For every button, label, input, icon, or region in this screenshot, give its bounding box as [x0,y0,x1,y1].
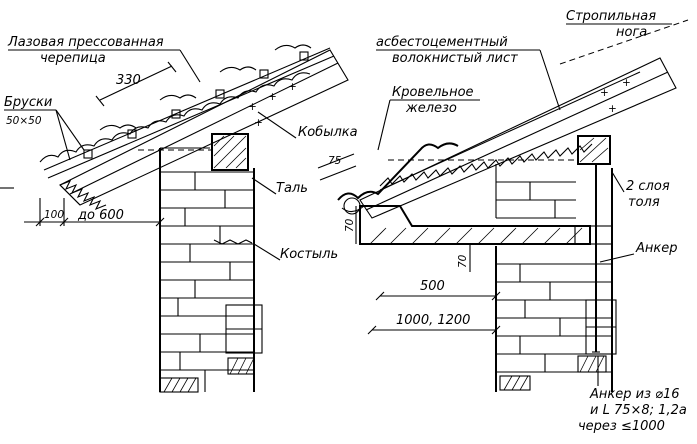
dimension-1000-1200: 1000, 1200 [367,313,501,335]
asbestos-sheet-layer [379,143,593,187]
dimension-70-right: 70 [457,244,471,272]
left-wall-plate [211,133,249,171]
left-eaves-edge [59,179,107,211]
anchor-note-line1: Анкер из ⌀16 [589,387,680,402]
svg-text:+: + [248,101,257,113]
left-eaves-detail: + + + + Лазовая прессованная черепица 33… [0,35,358,393]
svg-text:+: + [622,77,631,89]
left-brick-wall [159,147,263,393]
right-brick-wall [495,164,617,392]
right-rafter [359,19,689,219]
dimension-70-left-value: 70 [344,218,356,232]
tile-spacing-dimension: 330 [95,61,177,107]
kobylka-label: Кобылка [298,125,358,140]
sheet-label-line1: асбестоцементный [376,35,508,50]
overhang-large-value: до 600 [77,208,124,223]
dimension-75: 75 [317,153,357,181]
dimension-70-right-value: 70 [457,254,469,268]
rafter-label-line2: нога [616,25,647,40]
cornice-slab [359,205,613,245]
svg-text:+: + [600,87,609,99]
roof-iron-label-line1: Кровельное [392,85,474,100]
right-rafter-marks: + + + [600,77,631,115]
kostyl-mark [213,239,253,245]
felt-label-line2: толя [628,195,660,210]
dimension-500: 500 [375,279,501,301]
tile-label-line1: Лазовая прессованная [7,35,164,50]
right-wall-plate [577,135,611,165]
svg-text:+: + [288,81,297,93]
left-rafter-marks: + + + + [248,81,297,129]
dimension-1000-1200-value: 1000, 1200 [396,313,470,328]
left-battens [83,51,309,159]
tile-spacing-value: 330 [116,73,141,88]
bars-label-line2: 50×50 [6,115,42,127]
svg-text:+: + [254,117,263,129]
dimension-500-value: 500 [420,279,445,294]
overhang-small-value: 100 [44,209,64,221]
overhang-dimension: 100 до 600 [0,187,165,227]
anchor-rod [592,164,600,353]
svg-text:+: + [268,91,277,103]
kostyl-label: Костыль [280,247,338,262]
tile-label-line2: черепица [40,51,106,66]
felt-label-line1: 2 слоя [626,179,670,194]
bars-label-line1: Бруски [4,95,52,110]
rafter-label-line1: Стропильная [566,9,656,24]
roof-iron-label-line2: железо [405,101,457,116]
right-eaves-detail: + + + [317,9,689,434]
dimension-70-left: 70 [344,206,357,244]
tal-label: Таль [276,181,308,196]
dimension-75-value: 75 [328,155,342,167]
anchor-label: Анкер [635,241,678,256]
anchor-note-line3: через ≤1000 [578,419,665,434]
anchor-note-line2: и L 75×8; 1,2а [590,403,687,418]
sheet-label-line2: волокнистый лист [392,51,518,66]
svg-text:+: + [608,103,617,115]
